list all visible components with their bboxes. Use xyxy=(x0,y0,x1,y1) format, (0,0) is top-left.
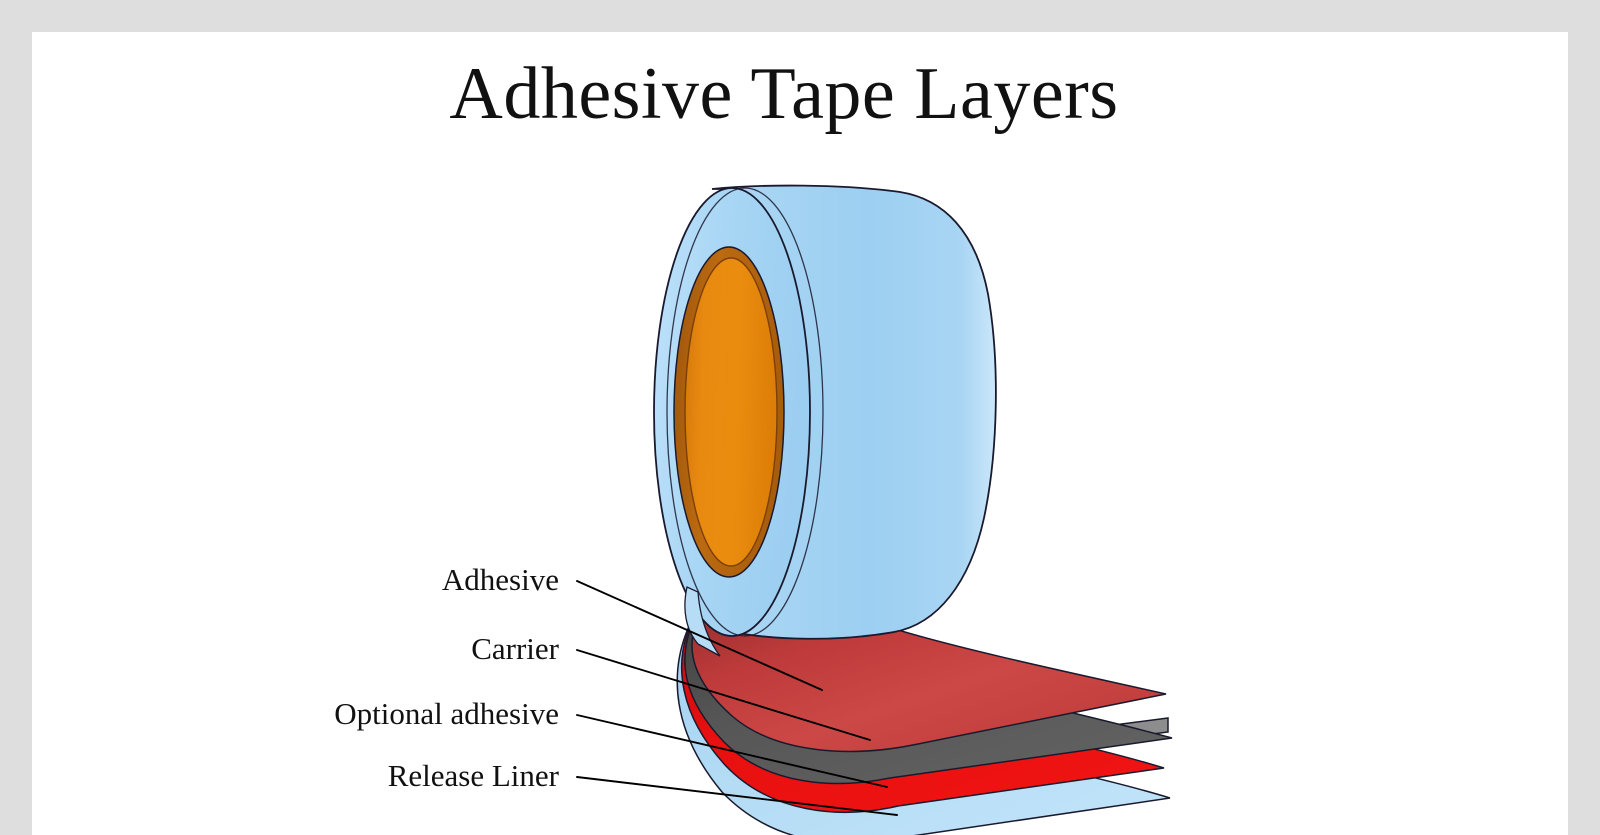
label-group: Adhesive Carrier Optional adhesive Relea… xyxy=(334,562,898,816)
label-release-liner-text: Release Liner xyxy=(388,758,560,793)
label-adhesive-text: Adhesive xyxy=(442,562,559,597)
label-adhesive[interactable]: Adhesive xyxy=(442,562,823,691)
leader-line-carrier xyxy=(576,649,871,741)
tape-layers-diagram: Adhesive Tape Layers xyxy=(334,53,1173,835)
label-carrier-text: Carrier xyxy=(471,631,559,666)
tape-roll xyxy=(653,184,997,657)
roll-core xyxy=(684,257,778,567)
leader-line-adhesive xyxy=(576,580,823,691)
leader-line-release-liner xyxy=(576,776,898,816)
roll-unwind-flap xyxy=(684,586,721,657)
label-optional-adhesive-text: Optional adhesive xyxy=(334,696,559,731)
roll-rim-edge xyxy=(666,187,824,637)
label-release-liner[interactable]: Release Liner xyxy=(388,758,898,816)
label-carrier[interactable]: Carrier xyxy=(471,631,871,741)
diagram-canvas: Adhesive Tape Layers xyxy=(32,32,1568,835)
label-optional-adhesive[interactable]: Optional adhesive xyxy=(334,696,888,788)
page-title: Adhesive Tape Layers xyxy=(449,53,1118,135)
leader-line-optional-adhesive xyxy=(576,714,888,788)
